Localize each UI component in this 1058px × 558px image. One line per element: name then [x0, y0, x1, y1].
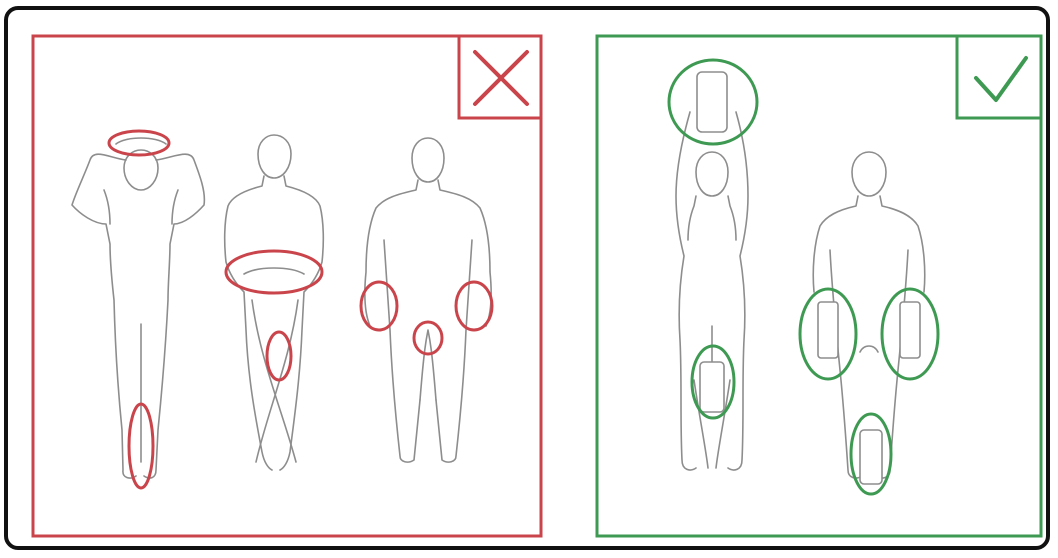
highlight-crossed-legs [267, 332, 291, 380]
figure-hands-on-head [72, 138, 204, 478]
cross-icon [459, 36, 541, 118]
figure-arms-at-sides [365, 138, 491, 462]
highlight-left-hand [361, 282, 397, 330]
highlight-hands-behind-back [226, 251, 322, 293]
figure-holding-objects-at-sides [813, 152, 925, 484]
incorrect-panel [33, 36, 541, 536]
check-icon [957, 36, 1041, 118]
figure-hands-behind-back [225, 135, 324, 470]
correct-panel [597, 36, 1041, 536]
highlight-groin [414, 322, 442, 354]
figure-arms-raised [676, 72, 748, 470]
highlight-right-hand [456, 282, 492, 330]
